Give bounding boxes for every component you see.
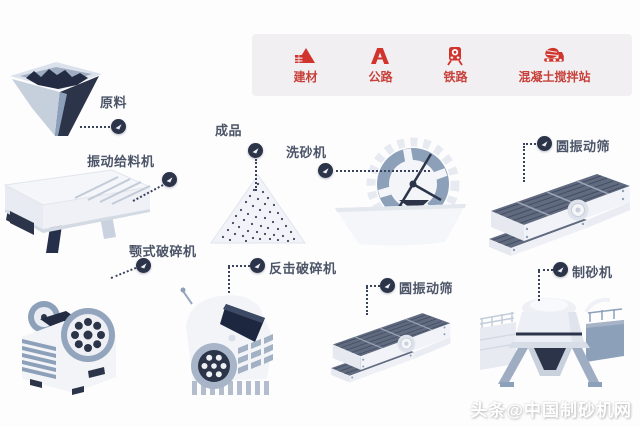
application-highway: 公路: [368, 46, 393, 85]
v-badge-icon: [162, 172, 177, 187]
application-building-materials: 建材: [293, 46, 318, 85]
label-vibrating-screen-bottom: 圆振动筛: [399, 281, 454, 296]
connector-screen-bottom-v: [366, 287, 368, 315]
connector-impact-crusher-h: [228, 265, 250, 267]
building-materials-icon: [295, 47, 316, 63]
vibrating-feeder-illustration: [3, 169, 152, 253]
connector-sand-maker-h: [538, 269, 553, 271]
v-badge-icon: [553, 262, 568, 277]
connector-screen-bottom-h: [366, 285, 380, 287]
concrete-mixing-plant-icon: [544, 47, 565, 62]
label-finished-product: 成品: [215, 123, 243, 138]
connector-screen-top-h: [523, 143, 536, 145]
application-label: 铁路: [443, 69, 468, 84]
sand-making-machine-illustration: [479, 297, 624, 387]
connector-impact-crusher-v: [228, 267, 230, 293]
v-badge-icon: [318, 163, 333, 178]
circular-vibrating-screen-top-illustration: [489, 174, 630, 256]
connector-raw-material: [80, 126, 110, 128]
application-label: 建材: [293, 69, 318, 84]
application-label: 公路: [368, 69, 393, 84]
applications-panel: 建材 公路 铁路: [252, 34, 632, 96]
impact-crusher-illustration: [180, 287, 273, 395]
v-badge-icon: [136, 258, 151, 273]
label-sand-making-machine: 制砂机: [572, 265, 613, 280]
watermark-text: 头条@中国制砂机网: [470, 401, 632, 420]
label-vibrating-feeder: 振动给料机: [87, 154, 155, 169]
highway-icon: [371, 47, 390, 64]
jaw-crusher-illustration: [22, 301, 116, 395]
label-vibrating-screen-top: 圆振动筛: [556, 139, 611, 154]
connector-sand-maker-v: [538, 271, 540, 301]
connector-finished-product: [255, 159, 257, 191]
v-badge-icon: [537, 136, 552, 151]
connector-sand-washer: [336, 170, 430, 172]
v-badge-icon: [250, 258, 265, 273]
application-label: 混凝土搅拌站: [518, 69, 591, 84]
railway-icon: [447, 46, 464, 65]
label-jaw-crusher: 颚式破碎机: [129, 244, 197, 259]
application-concrete-mixing-plant: 混凝土搅拌站: [518, 46, 591, 85]
label-impact-crusher: 反击破碎机: [269, 261, 337, 276]
label-raw-material: 原料: [100, 95, 128, 110]
v-badge-icon: [111, 119, 126, 134]
v-badge-icon: [380, 278, 395, 293]
finished-product-pile-illustration: [210, 174, 306, 244]
connector-screen-top-v: [523, 146, 525, 182]
circular-vibrating-screen-bottom-illustration: [331, 313, 451, 383]
raw-material-hopper-illustration: [10, 62, 102, 136]
sand-washer-illustration: [335, 137, 466, 246]
label-sand-washer: 洗砂机: [286, 145, 327, 160]
v-badge-icon: [248, 143, 263, 158]
application-railway: 铁路: [443, 46, 468, 85]
